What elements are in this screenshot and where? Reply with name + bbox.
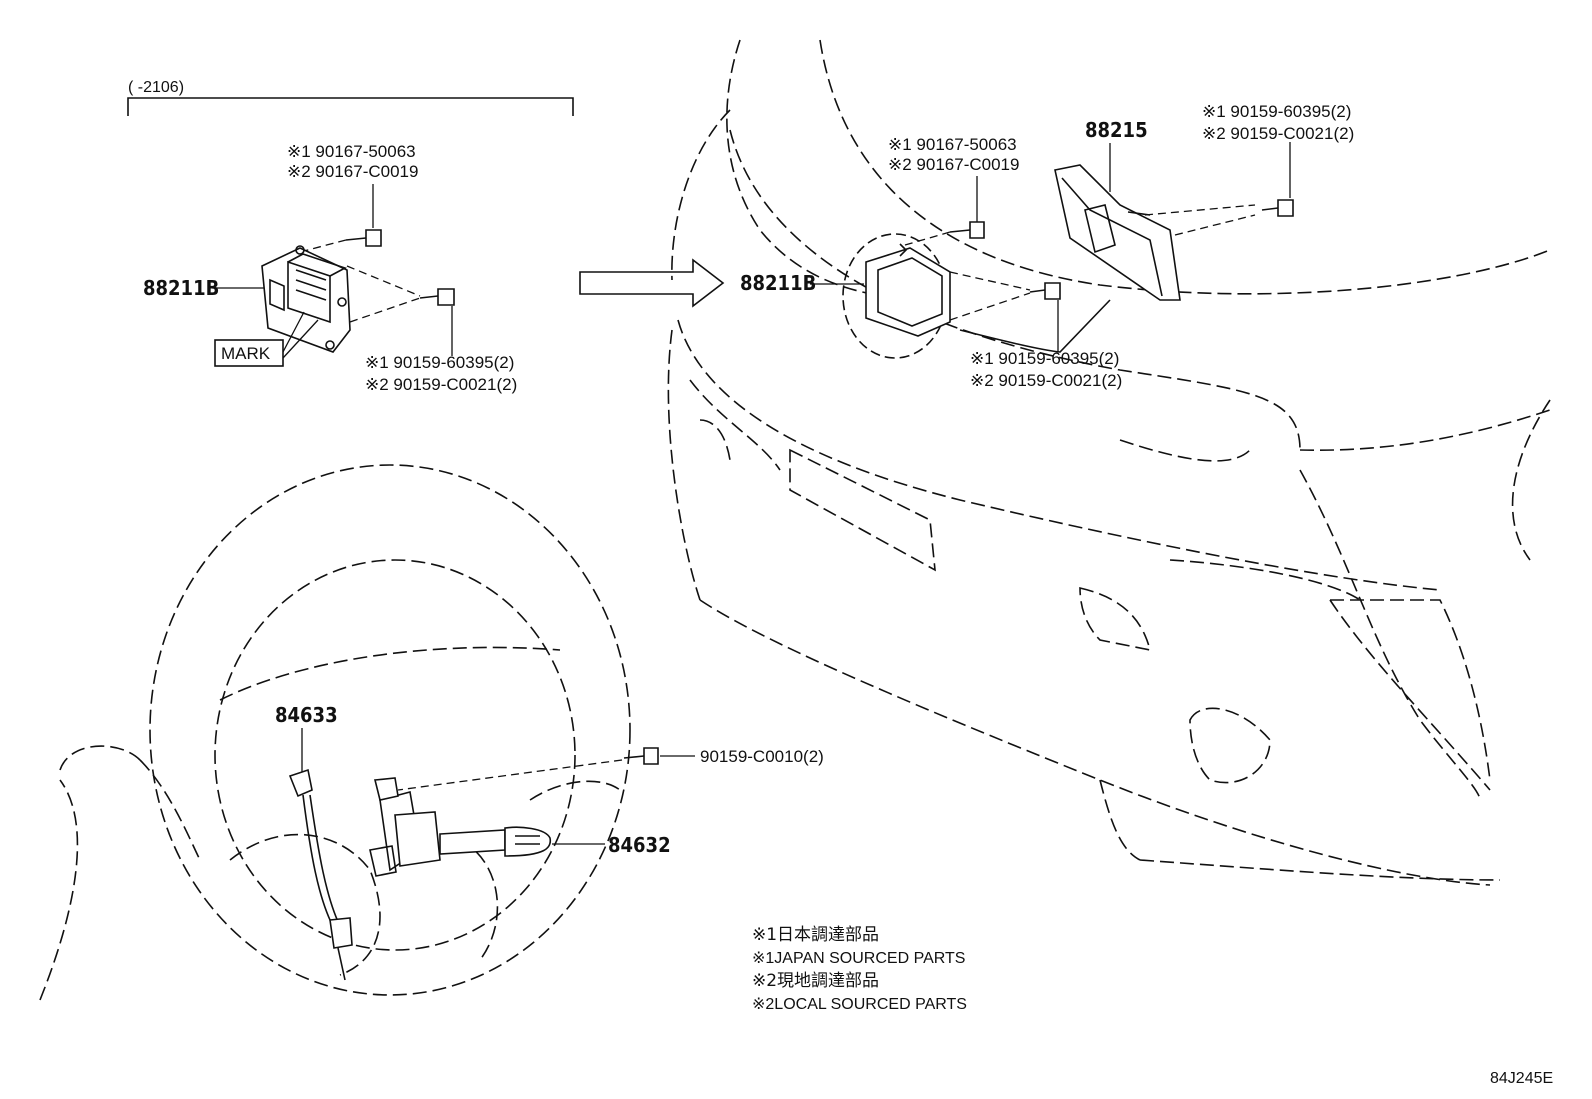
right-lower-bolt-icon bbox=[949, 271, 1111, 353]
right-top-bolt-icon bbox=[904, 176, 985, 246]
left-bolt-top-line2: ※2 90167-C0019 bbox=[287, 162, 418, 181]
cruise-control-switch-icon bbox=[369, 777, 552, 877]
right-bolt-top-line2: ※2 90167-C0019 bbox=[888, 155, 1019, 174]
bracket-bolt-line2: ※2 90159-C0021(2) bbox=[1202, 124, 1354, 143]
sourcing-notes: ※1日本調達部品 ※1JAPAN SOURCED PARTS ※2現地調達部品 … bbox=[752, 925, 967, 1013]
harness-label: 84633 bbox=[275, 703, 338, 727]
bracket-bolt-icon bbox=[1144, 142, 1294, 236]
mark-label: MARK bbox=[221, 344, 271, 363]
wire-harness-icon bbox=[288, 768, 353, 981]
right-radar-sensor-icon bbox=[842, 233, 951, 359]
right-bolt-lower-line2: ※2 90159-C0021(2) bbox=[970, 371, 1122, 390]
right-bolt-lower-line1: ※1 90159-60395(2) bbox=[970, 349, 1119, 368]
mark-box: MARK bbox=[214, 311, 319, 367]
left-bolt-right-line2: ※2 90159-C0021(2) bbox=[365, 375, 517, 394]
range-note: ( -2106) bbox=[128, 79, 184, 96]
note-4: ※2LOCAL SOURCED PARTS bbox=[752, 996, 967, 1013]
left-sensor-group: ※1 90167-50063 ※2 90167-C0019 88211B MAR… bbox=[143, 142, 517, 394]
bracket-bolt-line1: ※1 90159-60395(2) bbox=[1202, 102, 1351, 121]
right-sensor-label: 88211B bbox=[740, 271, 816, 295]
left-top-bolt-icon bbox=[299, 184, 382, 253]
note-1: ※1日本調達部品 bbox=[752, 925, 879, 945]
bracket-label: 88215 bbox=[1085, 118, 1148, 142]
switch-label: 84632 bbox=[608, 833, 671, 857]
screw-label: 90159-C0010(2) bbox=[700, 747, 824, 766]
left-bolt-right-line1: ※1 90159-60395(2) bbox=[365, 353, 514, 372]
note-3: ※2現地調達部品 bbox=[752, 971, 879, 991]
vehicle-front-outline bbox=[667, 39, 1551, 886]
screw-icon bbox=[397, 747, 695, 791]
left-right-bolt-icon bbox=[346, 265, 455, 356]
right-sensor-group: ※1 90167-50063 ※2 90167-C0019 88211B ※1 … bbox=[740, 102, 1354, 390]
left-radar-sensor-icon bbox=[261, 245, 351, 353]
left-bolt-top-line1: ※1 90167-50063 bbox=[287, 142, 416, 161]
steering-wheel-outline bbox=[39, 464, 631, 1001]
figure-code: 84J245E bbox=[1490, 1070, 1553, 1087]
range-bracket: ( -2106) bbox=[127, 79, 574, 116]
mounting-bracket-icon bbox=[1054, 164, 1181, 301]
right-bolt-top-line1: ※1 90167-50063 bbox=[888, 135, 1017, 154]
note-2: ※1JAPAN SOURCED PARTS bbox=[752, 950, 965, 967]
direction-arrow-icon bbox=[579, 258, 725, 308]
left-sensor-label: 88211B bbox=[143, 276, 219, 300]
